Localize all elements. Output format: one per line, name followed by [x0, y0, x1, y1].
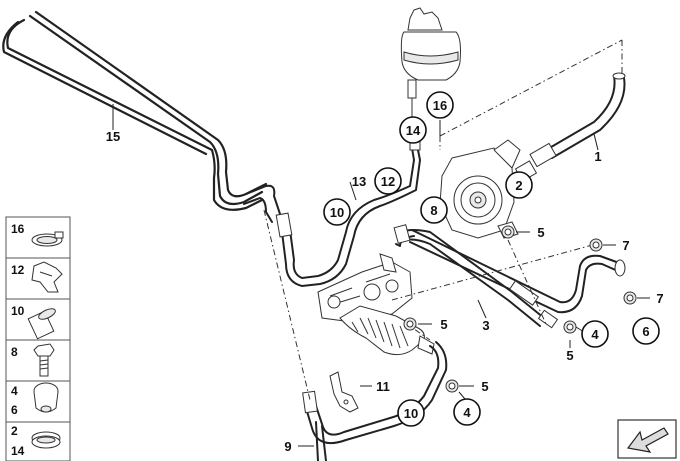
callout-6-text: 6 [642, 324, 649, 339]
steering-gear-icon [317, 253, 435, 356]
callout-2-text: 2 [515, 178, 522, 193]
callout-14-text: 14 [406, 123, 421, 138]
seal-icons [403, 225, 637, 393]
hose-1 [514, 72, 626, 182]
callout-4-right-text: 4 [591, 327, 599, 342]
label-11: 11 [376, 379, 390, 394]
legend-label-2: 2 [11, 424, 18, 438]
legend-label-14: 14 [11, 444, 25, 458]
bolt-icon [33, 343, 55, 377]
pressure-line-3 [393, 224, 626, 329]
hose-15 [2, 10, 281, 223]
label-5-pump: 5 [537, 225, 544, 240]
callout-8-text: 8 [430, 203, 437, 218]
callout-10-upper-text: 10 [330, 205, 344, 220]
label-7-upper: 7 [622, 238, 629, 253]
callout-10-lower: 10 [397, 399, 425, 427]
label-7-lower: 7 [656, 291, 663, 306]
leader-lines [112, 104, 650, 447]
legend-label-4: 4 [11, 384, 18, 398]
label-5-right: 5 [566, 348, 573, 363]
callout-12-text: 12 [381, 174, 395, 189]
label-5-gear: 5 [440, 317, 447, 332]
label-3: 3 [482, 318, 489, 333]
sleeve-icon [27, 308, 56, 340]
hose-clamp-icon [31, 231, 64, 247]
return-line-9 [302, 341, 448, 461]
reservoir-icon [400, 7, 461, 120]
callout-4-right: 4 [581, 320, 609, 348]
legend-label-12: 12 [11, 263, 25, 277]
legend: 16 12 10 8 4 6 [5, 216, 71, 461]
callout-8: 8 [420, 196, 448, 224]
hose-clamp-icon [31, 431, 61, 449]
callout-16: 16 [426, 91, 454, 119]
pump-icon [439, 139, 521, 239]
legend-label-6: 6 [11, 403, 18, 417]
label-5-bottom: 5 [481, 379, 488, 394]
label-15: 15 [106, 129, 120, 144]
callout-2: 2 [505, 171, 533, 199]
callout-12: 12 [374, 167, 402, 195]
callout-10-upper: 10 [323, 198, 351, 226]
callout-4-bottom-text: 4 [463, 405, 471, 420]
seal-icon [33, 382, 59, 413]
callout-4-bottom: 4 [453, 398, 481, 426]
label-1: 1 [594, 149, 601, 164]
clip-icon [31, 261, 63, 293]
label-13: 13 [352, 174, 366, 189]
callout-16-text: 16 [433, 98, 447, 113]
label-9: 9 [284, 439, 291, 454]
legend-label-10: 10 [11, 304, 25, 318]
arrow-icon [617, 419, 677, 459]
legend-label-8: 8 [11, 345, 18, 359]
bracket-icon [329, 371, 359, 413]
center-lines [263, 39, 623, 401]
legend-label-16: 16 [11, 222, 25, 236]
callout-14: 14 [399, 116, 427, 144]
callout-10-lower-text: 10 [404, 406, 418, 421]
callout-6: 6 [632, 317, 660, 345]
